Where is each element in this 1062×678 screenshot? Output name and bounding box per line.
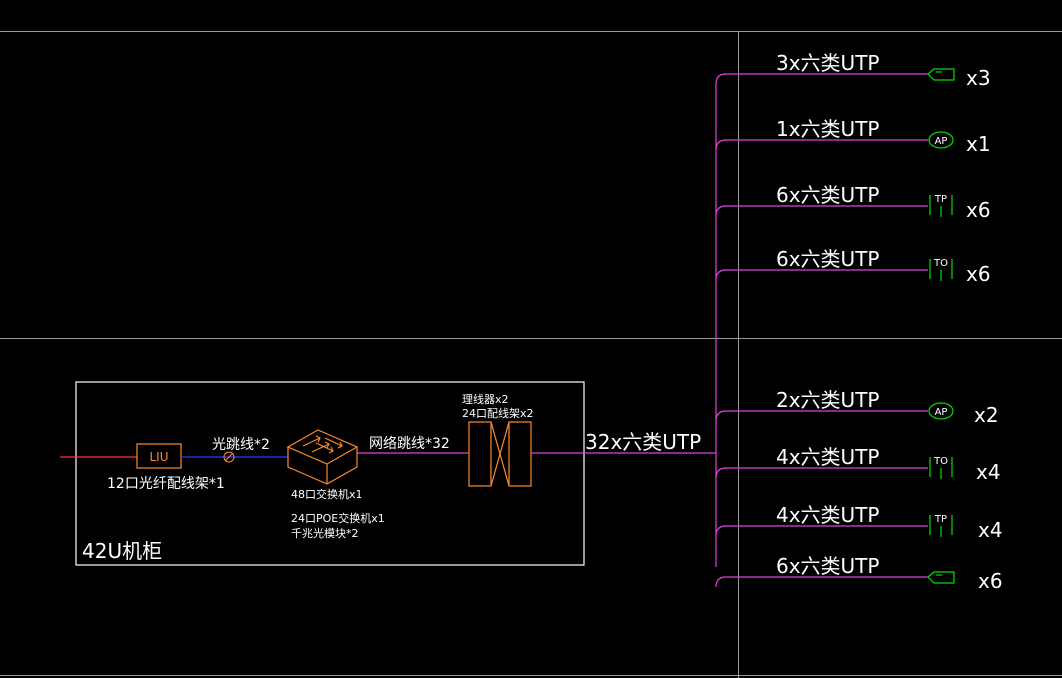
branch-cable-label: 6x六类UTP xyxy=(776,183,879,207)
fiber-connector-icon xyxy=(223,451,235,463)
branch-cable-label: 6x六类UTP xyxy=(776,554,879,578)
outlet-icon-label: TO xyxy=(933,258,948,269)
branch-cable-line xyxy=(715,205,928,217)
branch-cable-line xyxy=(715,525,928,537)
branch-count: x6 xyxy=(978,569,1003,593)
fiber-connector-slash xyxy=(224,452,234,462)
branch-row: 2x六类UTP AP x2 xyxy=(715,388,999,427)
branch-cable-label: 4x六类UTP xyxy=(776,503,879,527)
ap-icon-label: AP xyxy=(935,407,948,418)
fiber-panel-label: 12口光纤配线架*1 xyxy=(107,476,225,492)
outlet-icon-label: TP xyxy=(934,514,947,525)
branch-cable-line xyxy=(715,467,928,479)
branch-row: 1x六类UTP AP x1 xyxy=(715,117,991,156)
branch-row: 6x六类UTP TP x6 xyxy=(715,183,991,222)
liu-box xyxy=(136,443,182,469)
outlet-icon xyxy=(929,457,953,479)
outlet-icon xyxy=(929,195,953,217)
branch-cable-line xyxy=(715,576,928,588)
patch-panel-icon xyxy=(468,421,532,487)
camera-icon xyxy=(927,571,955,584)
branch-cable-label: 1x六类UTP xyxy=(776,117,879,141)
branch-row: 6x六类UTP x6 xyxy=(715,554,1003,593)
branch-count: x4 xyxy=(978,518,1003,542)
switch-label-1: 48口交换机x1 xyxy=(291,487,363,501)
trunk-label: 32x六类UTP xyxy=(585,430,701,454)
branch-cable-line xyxy=(715,73,928,85)
patch-fiber-label: 光跳线*2 xyxy=(212,437,270,453)
rack-label-2: 24口配线架x2 xyxy=(462,406,534,420)
ap-icon xyxy=(928,402,954,420)
branch-count: x1 xyxy=(966,132,991,156)
camera-icon xyxy=(927,68,955,81)
switch-icon xyxy=(286,429,359,485)
branch-cable-label: 6x六类UTP xyxy=(776,247,879,271)
switch-label-3: 千兆光模块*2 xyxy=(291,526,359,540)
branch-count: x6 xyxy=(966,262,991,286)
drawing-grid xyxy=(0,31,1062,678)
branch-cable-label: 2x六类UTP xyxy=(776,388,879,412)
outlet-icon xyxy=(929,259,953,281)
branch-row: 4x六类UTP TO x4 xyxy=(715,445,1001,484)
outlet-icon-label: TP xyxy=(934,194,947,205)
switch-label-2: 24口POE交换机x1 xyxy=(291,511,385,525)
rack-label-1: 理线器x2 xyxy=(462,392,509,406)
branch-count: x3 xyxy=(966,66,991,90)
camera-body xyxy=(927,571,955,584)
branch-cable-line xyxy=(715,410,928,422)
branch-group: 3x六类UTP x3 1x六类UTP AP x1 6x六类UTP TP x6 6x六类UTP TO… xyxy=(715,51,1003,593)
liu-label: LIU xyxy=(149,450,168,464)
branch-count: x4 xyxy=(976,460,1001,484)
branch-cable-line xyxy=(715,139,928,151)
cabinet-title: 42U机柜 xyxy=(82,539,162,563)
branch-count: x6 xyxy=(966,198,991,222)
outlet-icon xyxy=(929,515,953,537)
network-cable-label: 网络跳线*32 xyxy=(369,436,450,452)
branch-row: 4x六类UTP TP x4 xyxy=(715,503,1003,542)
outlet-icon-label: TO xyxy=(933,456,948,467)
branch-cable-label: 3x六类UTP xyxy=(776,51,879,75)
cabinet-frame xyxy=(75,381,585,566)
camera-body xyxy=(927,68,955,81)
branch-row: 3x六类UTP x3 xyxy=(715,51,991,90)
branch-cable-label: 4x六类UTP xyxy=(776,445,879,469)
ap-icon-label: AP xyxy=(935,136,948,147)
branch-row: 6x六类UTP TO x6 xyxy=(715,247,991,286)
branch-count: x2 xyxy=(974,403,999,427)
branch-cable-line xyxy=(715,269,928,281)
ap-icon xyxy=(928,131,954,149)
